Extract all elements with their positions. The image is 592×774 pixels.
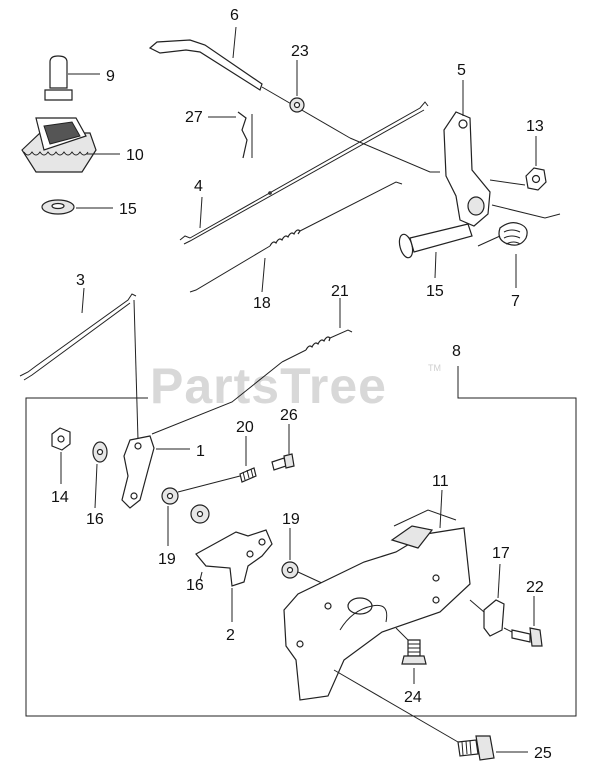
callout-26: 26 [280, 407, 298, 424]
callout-10: 10 [126, 147, 144, 164]
callout-4: 4 [194, 178, 203, 195]
callout-13: 13 [526, 118, 544, 135]
part-10-control-base[interactable] [21, 117, 120, 173]
part-4-governor-rod[interactable] [179, 101, 429, 245]
part-15-pin-right[interactable] [397, 223, 473, 279]
part-7-spring[interactable] [477, 222, 528, 288]
part-17-clip[interactable] [469, 563, 505, 637]
callout-16-center: 16 [186, 577, 204, 594]
part-11-control-bracket[interactable] [283, 489, 471, 701]
callout-19-left: 19 [158, 551, 176, 568]
callout-25: 25 [534, 745, 552, 762]
part-2-lever[interactable] [195, 529, 273, 622]
part-1-lever[interactable] [121, 361, 283, 509]
assembly-8-frame [25, 366, 577, 717]
callout-24: 24 [404, 689, 422, 706]
callout-3: 3 [76, 272, 85, 289]
callout-17: 17 [492, 545, 510, 562]
callout-1: 1 [196, 443, 205, 460]
callout-18: 18 [253, 295, 271, 312]
part-26-screw[interactable] [271, 424, 295, 471]
part-16-washer-center[interactable] [190, 504, 210, 524]
part-18-spring-rod[interactable] [189, 181, 403, 293]
callout-27: 27 [185, 109, 203, 126]
part-19-washer-left[interactable] [161, 475, 241, 546]
part-14-nut[interactable] [51, 427, 71, 484]
callout-16-left: 16 [86, 511, 104, 528]
callout-21: 21 [331, 283, 349, 300]
callout-6: 6 [230, 7, 239, 24]
part-13-nut[interactable] [525, 136, 547, 191]
part-21-spring[interactable] [281, 298, 353, 363]
watermark-trademark: TM [428, 363, 441, 373]
part-5-bracket[interactable] [349, 80, 561, 227]
part-25-screw[interactable] [333, 669, 528, 761]
callout-labels: 6 9 23 5 27 10 13 4 15 18 15 7 3 21 8 1 … [51, 7, 552, 762]
callout-15-top: 15 [119, 201, 137, 218]
part-22-screw[interactable] [503, 596, 543, 647]
callout-23: 23 [291, 43, 309, 60]
part-27-clip[interactable] [208, 111, 253, 159]
part-16-washer-left[interactable] [92, 441, 108, 509]
callout-22: 22 [526, 579, 544, 596]
callout-15-right: 15 [426, 283, 444, 300]
callout-20: 20 [236, 419, 254, 436]
part-24-screw[interactable] [395, 627, 427, 684]
callout-11: 11 [432, 473, 449, 490]
callout-14: 14 [51, 489, 69, 506]
part-3-choke-rod[interactable] [19, 287, 139, 441]
part-6-rod[interactable] [148, 26, 351, 139]
callout-9: 9 [106, 68, 115, 85]
callout-8: 8 [452, 343, 461, 360]
callout-7: 7 [511, 293, 520, 310]
part-15-washer-top[interactable] [41, 199, 113, 215]
watermark-text: PartsTree [150, 358, 387, 414]
part-23-washer[interactable] [289, 60, 305, 113]
callout-2: 2 [226, 627, 235, 644]
callout-19-center: 19 [282, 511, 300, 528]
part-9-knob[interactable] [44, 55, 100, 101]
callout-5: 5 [457, 62, 466, 79]
part-19-washer-center[interactable] [281, 528, 325, 585]
part-20-screw[interactable] [239, 436, 257, 483]
